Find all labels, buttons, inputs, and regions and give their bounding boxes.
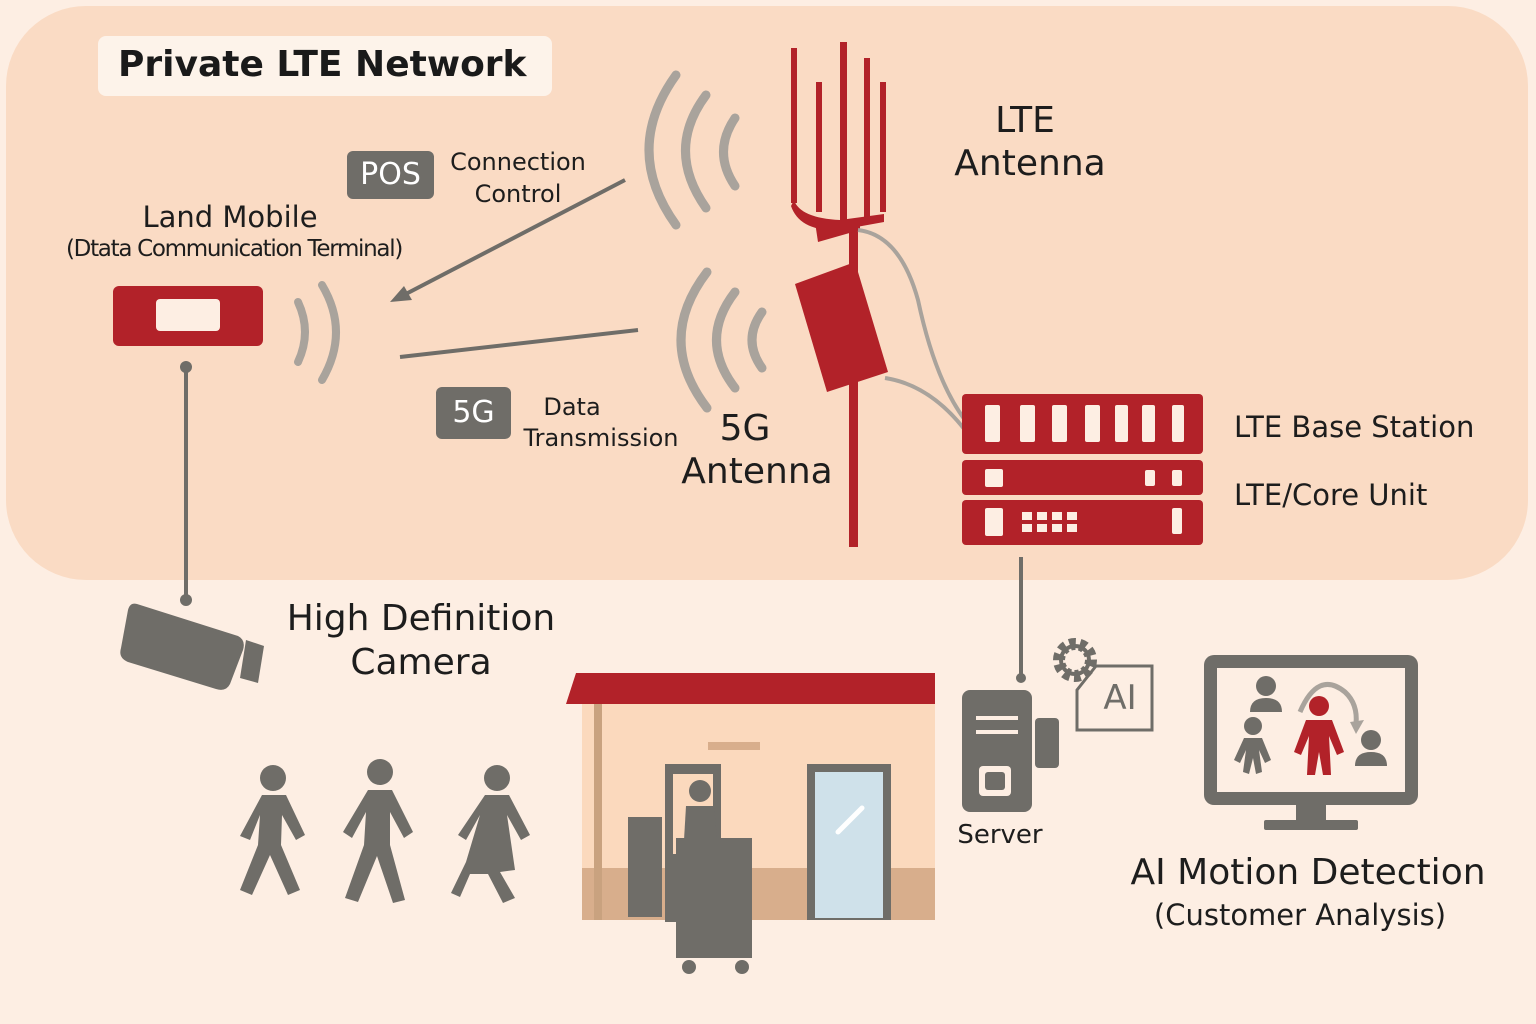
ai-motion-label-2: (Customer Analysis) (1153, 898, 1447, 932)
antenna-icon (791, 42, 888, 547)
fiveg-signal-icon (676, 267, 767, 413)
connection-control-arrow (390, 178, 626, 302)
data-transmission-line (399, 328, 639, 359)
ai-chip-icon (1075, 664, 1154, 732)
tracked-customer-icon (1294, 681, 1364, 775)
ai-motion-label-1: AI Motion Detection (1130, 852, 1486, 893)
page-title: Private LTE Network (118, 44, 527, 85)
hd-camera-label-2: Camera (350, 642, 492, 683)
data-transmission-label-2: Transmission (523, 424, 679, 452)
land-mobile-label: Land Mobile (142, 200, 318, 234)
data-terminal-icon (113, 286, 263, 346)
data-transmission-label-1: Data (543, 393, 601, 421)
server-label: Server (957, 820, 1043, 850)
pos-badge: POS (347, 151, 434, 199)
connection-control-label-2: Control (474, 180, 562, 208)
title-box (98, 36, 552, 96)
person-icon (1234, 676, 1387, 774)
lte-base-station-label: LTE Base Station (1234, 410, 1475, 444)
lte-antenna-label-1: LTE (995, 100, 1055, 141)
camera-icon (120, 603, 264, 690)
fiveg-antenna-label-1: 5G (719, 408, 771, 449)
gear-icon (1053, 638, 1097, 682)
ai-badge-label: AI (1103, 678, 1137, 718)
walking-person-icon (240, 759, 530, 903)
antenna-cables (857, 228, 967, 432)
fiveg-badge: 5G (436, 387, 511, 439)
hd-camera-label-1: High Definition (286, 598, 556, 639)
lte-base-station-icon (962, 394, 1203, 454)
connection-control-label-1: Connection (450, 148, 586, 176)
lte-antenna-label-2: Antenna (954, 143, 1106, 184)
lte-core-unit-icon (962, 460, 1203, 545)
terminal-signal-icon (294, 281, 340, 384)
fiveg-antenna-label-2: Antenna (681, 451, 833, 492)
lte-core-unit-label: LTE/Core Unit (1234, 478, 1428, 512)
land-mobile-sublabel: (Dtata Communication Terminal) (66, 236, 403, 262)
lte-signal-icon (644, 70, 740, 230)
cashier-icon (628, 764, 752, 974)
server-icon (962, 690, 1059, 812)
